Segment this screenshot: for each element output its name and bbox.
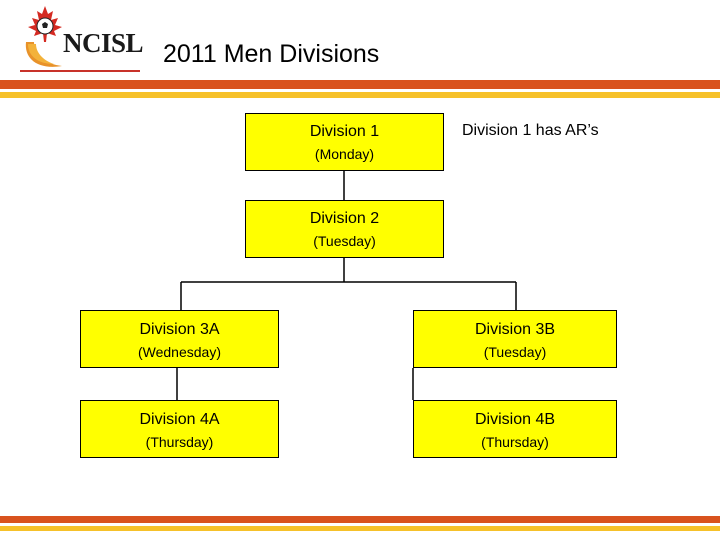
division-day: (Tuesday) [313,233,376,249]
maple-leaf-ball-icon [25,6,62,67]
division-name: Division 1 [309,123,380,140]
bottom-band-gap [0,523,720,526]
ncisl-logo: NCISL [18,4,144,72]
slide-title: 2011 Men Divisions [163,40,380,68]
division-3a-box: Division 3A (Wednesday) [80,310,279,368]
bottom-band-dark [0,516,720,523]
division-1-note: Division 1 has AR’s [462,122,599,139]
logo-wordmark: NCISL [63,28,144,58]
division-4b-box: Division 4B (Thursday) [413,400,617,458]
division-name: Division 3B [474,321,556,338]
division-4a-box: Division 4A (Thursday) [80,400,279,458]
division-day: (Tuesday) [483,344,547,360]
bottom-band-light [0,526,720,531]
logo-underline [20,70,140,72]
division-name: Division 4A [139,411,220,428]
division-day: (Thursday) [481,434,549,450]
division-name: Division 3A [139,321,220,338]
division-2-box: Division 2 (Tuesday) [245,200,444,258]
division-1-box: Division 1 (Monday) [245,113,444,171]
top-band-light [0,92,720,98]
division-name: Division 2 [309,210,380,227]
division-3b-box: Division 3B (Tuesday) [413,310,617,368]
top-band-dark [0,80,720,89]
top-band-gap [0,89,720,92]
division-name: Division 4B [474,411,556,428]
division-day: (Thursday) [145,434,214,450]
division-day: (Monday) [314,146,375,162]
division-day: (Wednesday) [137,344,221,360]
